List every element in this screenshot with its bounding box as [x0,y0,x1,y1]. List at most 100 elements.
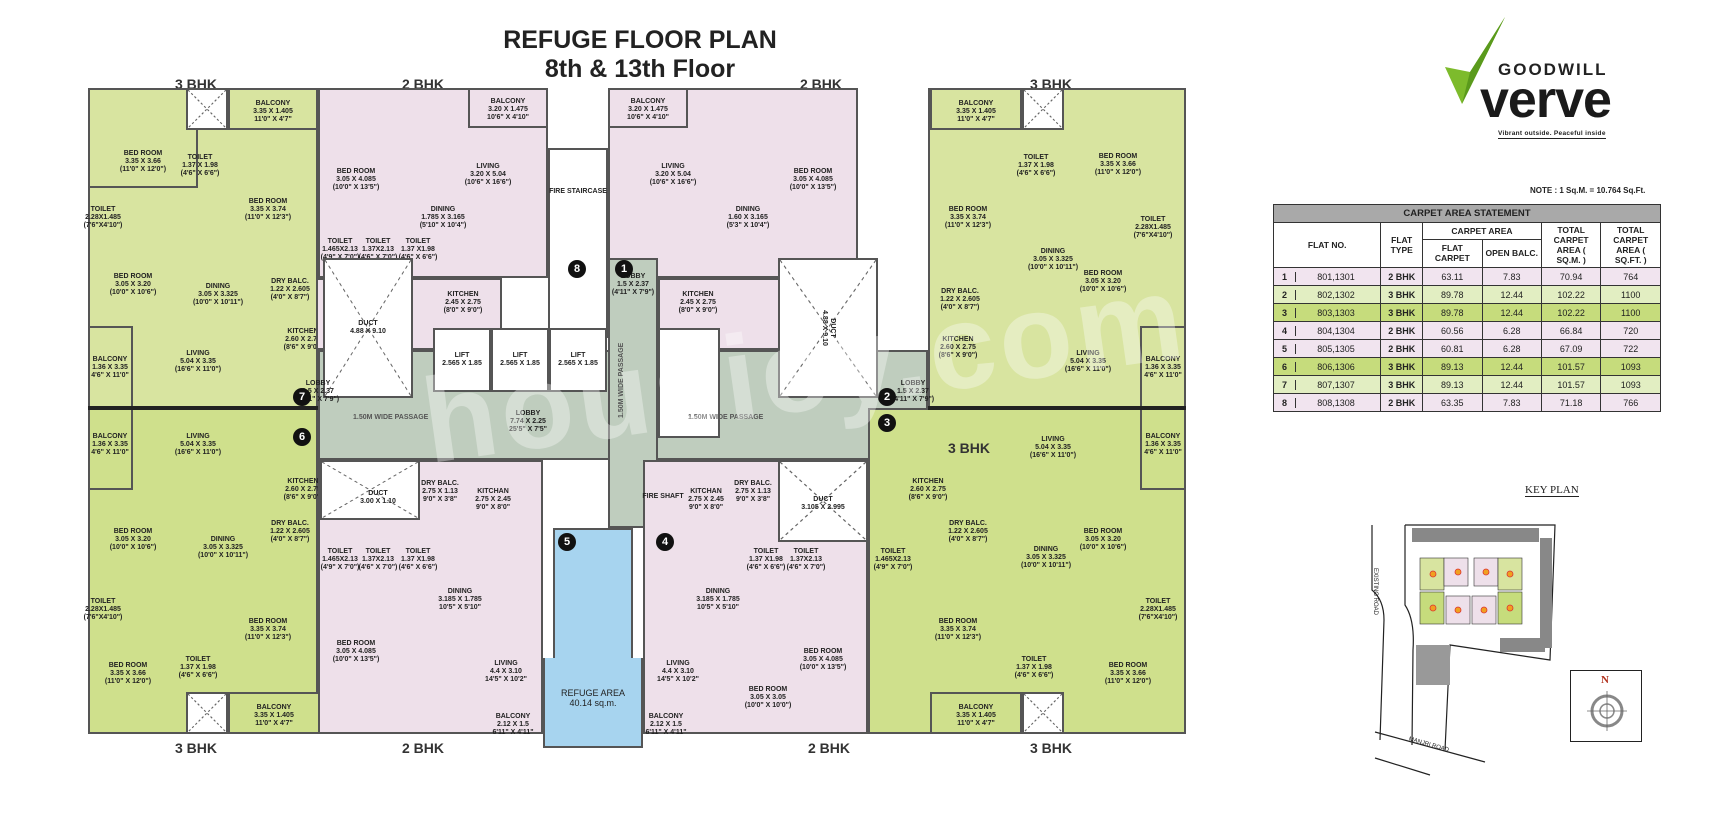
cell-total-sqm: 101.57 [1540,357,1602,376]
flat-number: 808,1308 [1317,397,1355,408]
carpet-area-table: CARPET AREA STATEMENT FLAT NO. FLAT TYPE… [1272,204,1661,412]
cell-total-sqft: 722 [1600,339,1661,358]
room-balcony [1140,326,1186,408]
flat-no-cell: 7 807,1307 [1272,375,1382,394]
north-compass: N [1570,670,1642,742]
cell-flat-carpet: 60.81 [1422,339,1483,358]
room-bedroom [88,88,198,188]
cell-total-sqft: 766 [1600,393,1661,412]
passage-label-left: 1.50M WIDE PASSAGE [353,414,429,421]
cell-total-sqft: 1093 [1600,357,1661,376]
cell-total-sqft: 1100 [1600,303,1661,322]
key-plan: KEY PLAN EXISTING ROAD MANJRI ROAD N [1350,480,1680,780]
cell-flat-carpet: 89.13 [1422,375,1483,394]
wall [928,406,1186,410]
flat-no-cell: 5 805,1305 [1272,339,1382,358]
cell-total-sqft: 1100 [1600,285,1661,304]
duct-left-bottom [320,460,420,520]
cell-flat-carpet: 63.35 [1422,393,1483,412]
cell-type: 3 BHK [1380,357,1424,376]
lift-3 [549,328,607,392]
title-line-1: REFUGE FLOOR PLAN [503,26,777,54]
existing-road-label: EXISTING ROAD [1372,568,1378,616]
flat-marker-7: 7 [293,388,311,406]
flat-marker-3: 3 [878,414,896,432]
unit-label-bottom-2: 2 BHK [402,740,445,756]
shaft [186,88,228,130]
unit-label-bottom-1: 3 BHK [175,740,218,756]
lift-1 [433,328,491,392]
cell-type: 3 BHK [1380,285,1424,304]
room-balcony [930,692,1022,734]
duct-left-top [323,258,413,398]
cell-open-balc: 6.28 [1481,321,1542,340]
col-total-sqm: TOTAL CARPET AREA ( SQ.M. ) [1540,222,1602,268]
flat-marker-2: 2 [878,388,896,406]
flat-number: 804,1304 [1317,325,1355,336]
flat-number: 805,1305 [1317,343,1355,354]
row-index: 5 [1274,343,1296,354]
unit-label-mid-right: 3 BHK [948,440,991,456]
flat-number: 807,1307 [1317,379,1355,390]
brand-tagline: Vibrant outside. Peaceful inside [1498,130,1606,139]
cell-total-sqm: 70.94 [1540,267,1602,286]
cell-total-sqft: 720 [1600,321,1661,340]
refuge-area [543,658,643,748]
col-total-sqft: TOTAL CARPET AREA ( SQ.FT. ) [1600,222,1661,268]
north-label: N [1601,674,1609,686]
row-index: 7 [1274,379,1296,390]
wall [88,406,318,410]
row-index: 8 [1274,397,1296,408]
room-label: DRY BALC.1.22 X 2.605(4'0" X 8'7") [940,288,980,311]
cell-total-sqft: 1093 [1600,375,1661,394]
